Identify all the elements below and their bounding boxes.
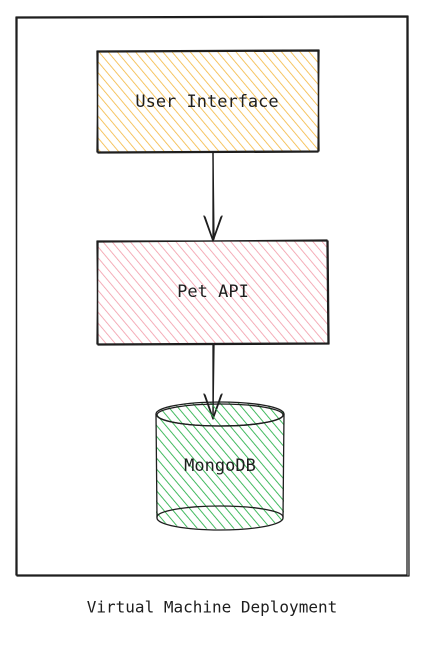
user-interface-node[interactable]: User Interface [96,49,320,154]
pet-api-node[interactable]: Pet API [96,239,330,346]
user-interface-label: User Interface [135,92,278,112]
vm-boundary [15,15,410,577]
mongodb-node[interactable]: MongoDB [155,401,285,531]
arrow-ui-to-api [203,152,223,242]
diagram-caption: Virtual Machine Deployment [87,598,337,617]
pet-api-label: Pet API [177,282,249,302]
mongodb-label: MongoDB [184,456,256,476]
